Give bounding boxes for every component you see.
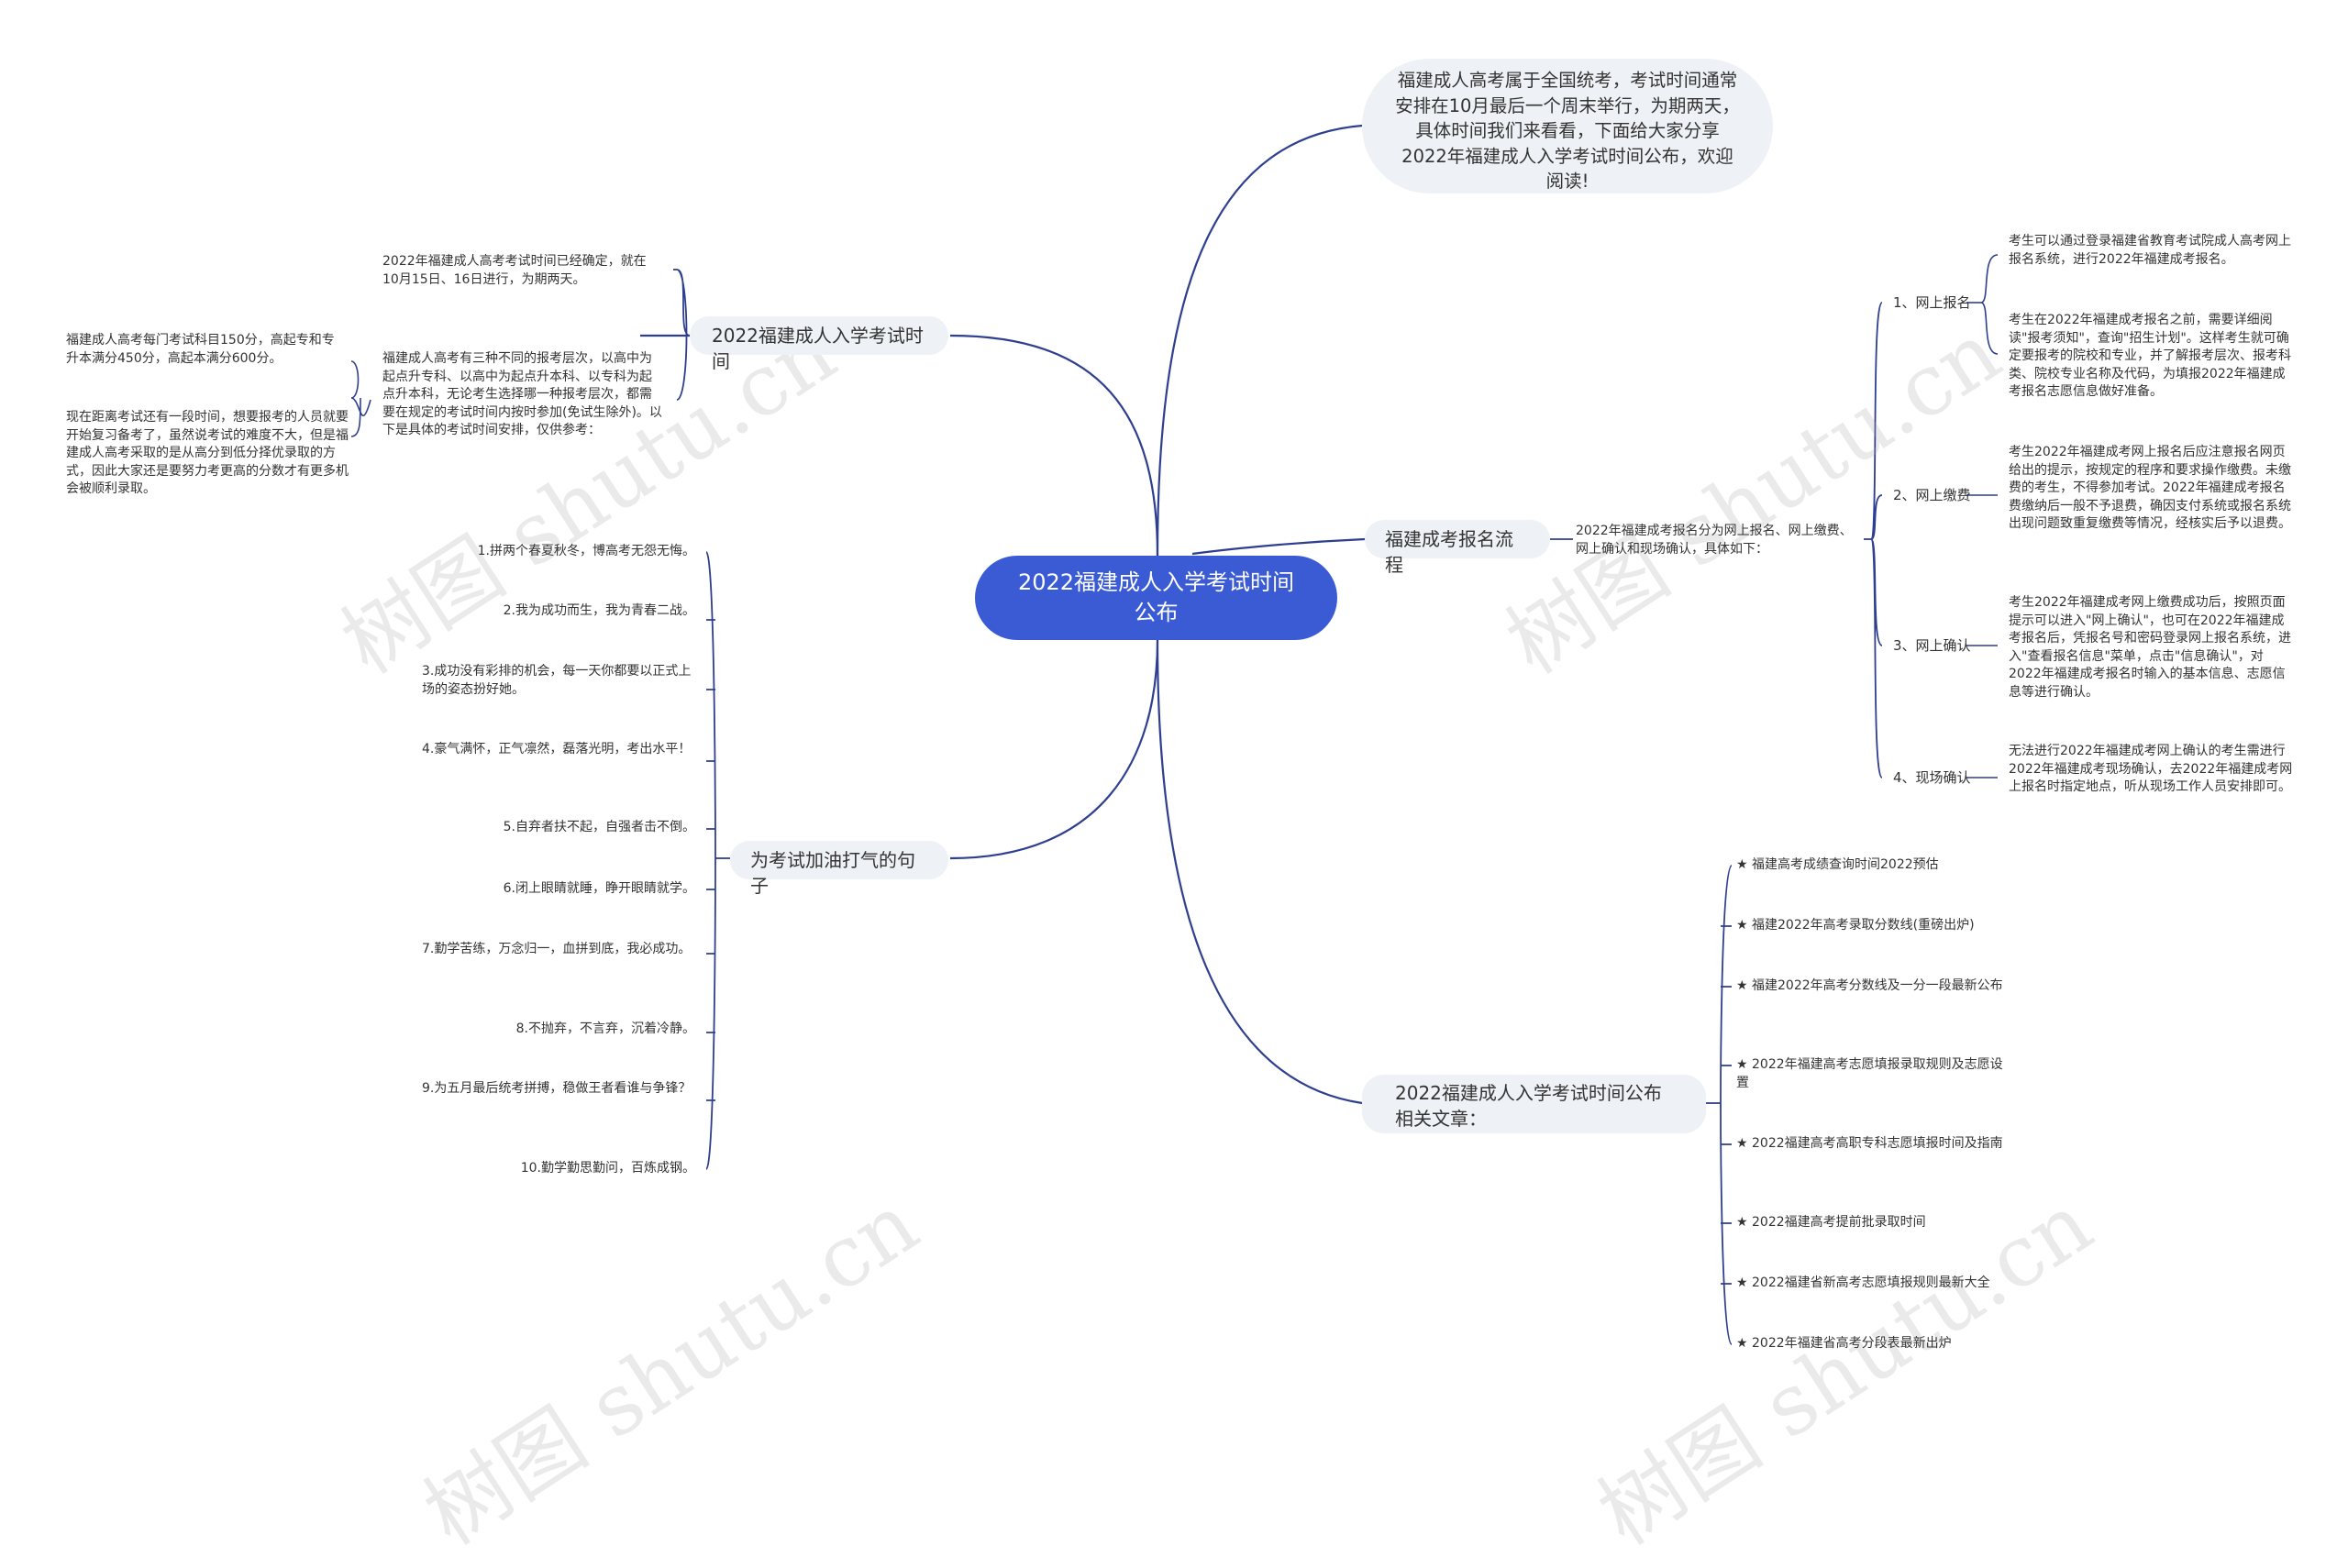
related-article-link[interactable]: ★ 福建2022年高考分数线及一分一段最新公布 <box>1736 978 2003 993</box>
branch-exam-time[interactable]: 2022福建成人入学考试时间 <box>690 316 948 372</box>
cheer-item: 1.拼两个春夏秋冬，博高考无怨无悔。 <box>477 544 695 558</box>
step-detail: 考生可以通过登录福建省教育考试院成人高考网上报名系统，进行2022年福建成考报名… <box>2009 234 2291 267</box>
cheer-item: 5.自弃者扶不起，自强者击不倒。 <box>503 820 695 834</box>
branch-registration-process[interactable]: 福建成考报名流程 <box>1365 520 1550 576</box>
related-article-link[interactable]: ★ 福建高考成绩查询时间2022预估 <box>1736 857 1939 872</box>
cheer-item: 8.不抛弃，不言弃，沉着冷静。 <box>515 1021 695 1036</box>
step-detail: 考生在2022年福建成考报名之前，需要详细阅读"报考须知"，查询"招生计划"。这… <box>2009 313 2291 399</box>
cheer-item: 7.勤学苦练，万念归一，血拼到底，我必成功。 <box>422 942 692 956</box>
exam-level-text: 福建成人高考有三种不同的报考层次，以高中为起点升专科、以高中为起点升本科、以专科… <box>382 351 662 437</box>
cheer-item: 6.闭上眼睛就睡，睁开眼睛就学。 <box>503 881 695 896</box>
score-text: 福建成人高考每门考试科目150分，高起专和专升本满分450分，高起本满分600分… <box>66 333 335 366</box>
step-detail: 考生2022年福建成考网上报名后应注意报名网页给出的提示，按规定的程序和要求操作… <box>2009 445 2291 531</box>
review-text: 现在距离考试还有一段时间，想要报考的人员就要开始复习备考了，虽然说考试的难度不大… <box>66 410 349 496</box>
step-online-payment[interactable]: 2、网上缴费 <box>1893 487 1971 503</box>
branch-cheer-sentences[interactable]: 为考试加油打气的句子 <box>730 841 948 897</box>
cheer-item: 2.我为成功而生，我为青春二战。 <box>503 603 695 618</box>
related-article-link[interactable]: ★ 2022福建省新高考志愿填报规则最新大全 <box>1736 1275 1990 1290</box>
central-topic[interactable]: 2022福建成人入学考试时间公布 <box>975 556 1337 640</box>
cheer-item: 10.勤学勤思勤问，百炼成钢。 <box>520 1161 695 1176</box>
step-detail: 考生2022年福建成考网上缴费成功后，按照页面提示可以进入"网上确认"，也可在2… <box>2009 595 2291 700</box>
step-online-registration[interactable]: 1、网上报名 <box>1893 294 1971 311</box>
related-article-link[interactable]: ★ 2022福建高考高职专科志愿填报时间及指南 <box>1736 1136 2003 1151</box>
cheer-item: 4.豪气满怀，正气凛然，磊落光明，考出水平！ <box>422 742 692 756</box>
exam-date-text: 2022年福建成人高考考试时间已经确定，就在10月15日、16日进行，为期两天。 <box>382 254 647 287</box>
step-onsite-confirm[interactable]: 4、现场确认 <box>1893 769 1971 786</box>
related-article-link[interactable]: ★ 2022年福建高考志愿填报录取规则及志愿设置 <box>1736 1057 2003 1090</box>
cheer-item: 3.成功没有彩排的机会，每一天你都要以正式上场的姿态扮好她。 <box>422 664 692 697</box>
cheer-item: 9.为五月最后统考拼搏，稳做王者看谁与争锋？ <box>422 1081 692 1096</box>
related-article-link[interactable]: ★ 福建2022年高考录取分数线(重磅出炉) <box>1736 918 1975 933</box>
process-summary: 2022年福建成考报名分为网上报名、网上缴费、网上确认和现场确认，具体如下： <box>1576 524 1853 557</box>
step-online-confirm[interactable]: 3、网上确认 <box>1893 637 1971 654</box>
step-detail: 无法进行2022年福建成考网上确认的考生需进行2022年福建成考现场确认，去20… <box>2009 744 2293 794</box>
related-article-link[interactable]: ★ 2022年福建省高考分段表最新出炉 <box>1736 1336 1952 1351</box>
connector-lines <box>350 124 1999 1345</box>
branch-related-articles[interactable]: 2022福建成人入学考试时间公布相关文章： <box>1362 1075 1706 1133</box>
intro-bubble[interactable]: 福建成人高考属于全国统考，考试时间通常安排在10月最后一个周末举行，为期两天，具… <box>1362 59 1773 193</box>
related-article-link[interactable]: ★ 2022福建高考提前批录取时间 <box>1736 1215 1926 1230</box>
